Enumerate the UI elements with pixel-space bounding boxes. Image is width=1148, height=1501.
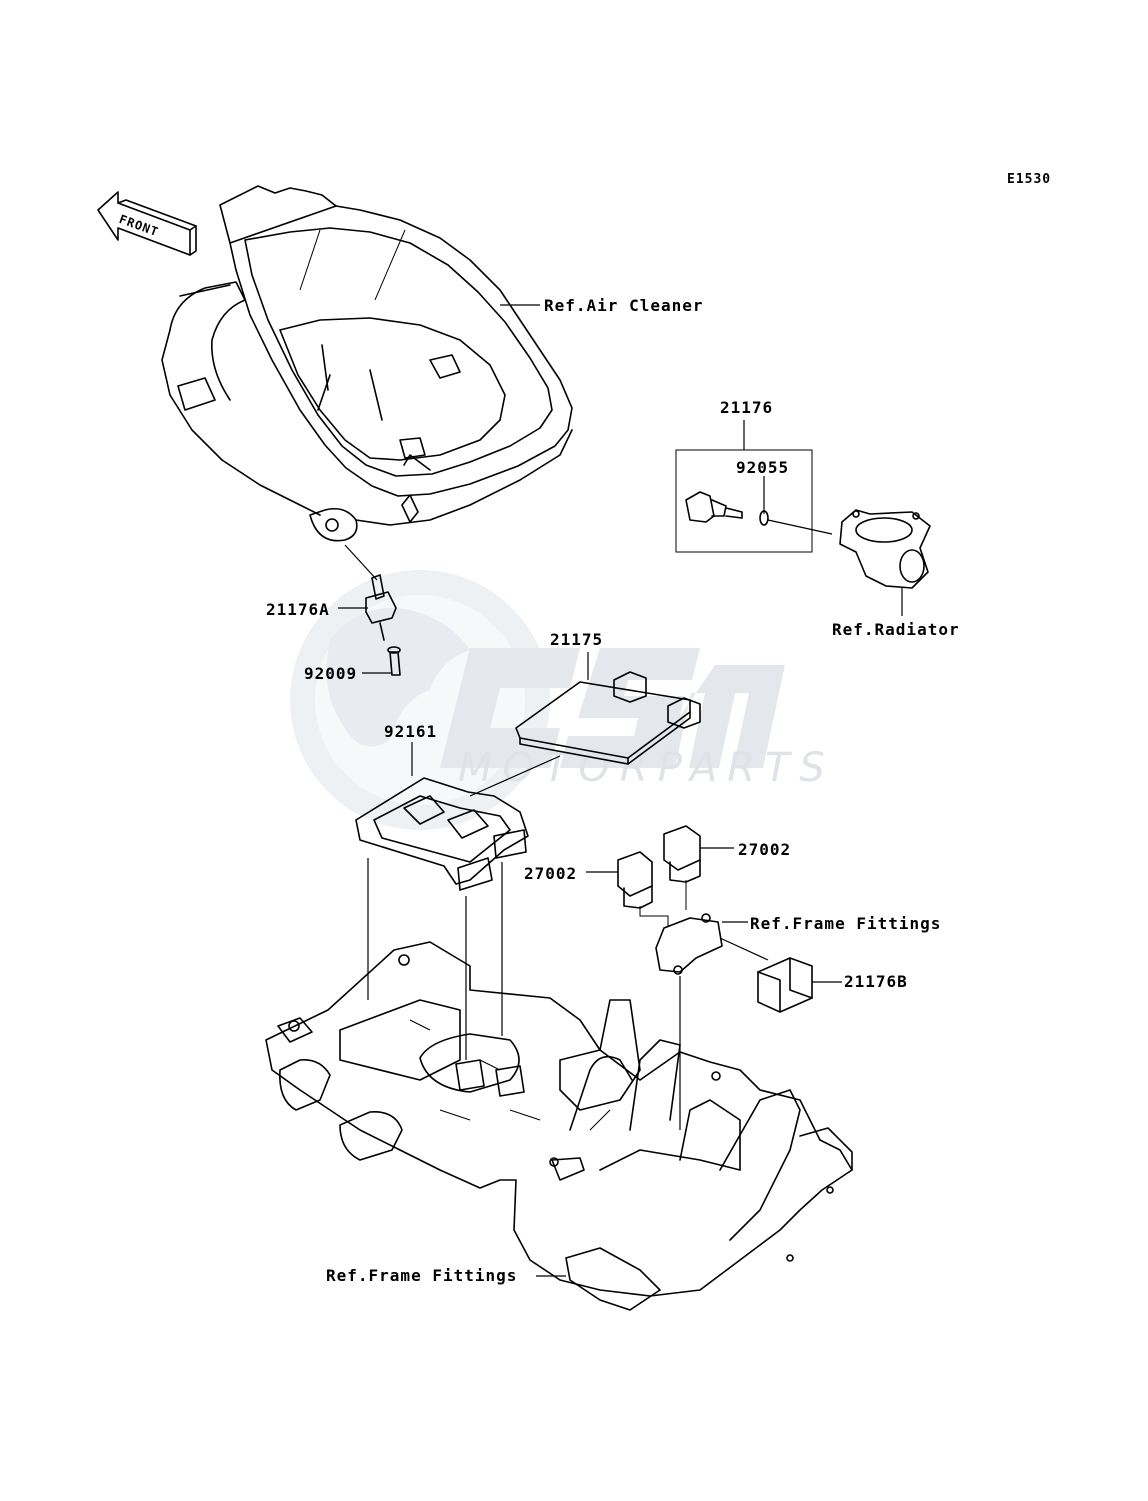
label-part-21175[interactable]: 21175 (550, 630, 604, 649)
label-part-92161[interactable]: 92161 (384, 722, 438, 741)
label-part-92009[interactable]: 92009 (304, 664, 358, 683)
label-ref-frame-fittings-upper[interactable]: Ref.Frame Fittings (750, 914, 942, 933)
front-arrow-icon (97, 191, 197, 256)
label-part-27002-right[interactable]: 27002 (738, 840, 792, 859)
label-ref-air-cleaner[interactable]: Ref.Air Cleaner (544, 296, 704, 315)
sensor-21176B (757, 957, 842, 1013)
radiator-fitting (839, 509, 931, 616)
frame-tray (265, 941, 853, 1311)
air-cleaner-housing (161, 185, 573, 542)
label-part-21176B[interactable]: 21176B (844, 972, 908, 991)
ecu-21175 (469, 652, 701, 797)
label-part-21176[interactable]: 21176 (720, 398, 774, 417)
sensor-21176A (344, 544, 401, 676)
label-part-92055[interactable]: 92055 (736, 458, 790, 477)
connectors-27002 (586, 825, 734, 926)
label-part-27002-left[interactable]: 27002 (524, 864, 578, 883)
label-ref-radiator[interactable]: Ref.Radiator (832, 620, 960, 639)
cover-92161 (355, 742, 529, 1060)
part-21176-box (675, 420, 833, 553)
bracket-frame-fittings (655, 913, 769, 1130)
label-ref-frame-fittings-lower[interactable]: Ref.Frame Fittings (326, 1266, 518, 1285)
diagram-code: E1530 (1007, 172, 1052, 187)
label-part-21176A[interactable]: 21176A (266, 600, 330, 619)
watermark-subtitle: MOTORPARTS (458, 745, 835, 791)
